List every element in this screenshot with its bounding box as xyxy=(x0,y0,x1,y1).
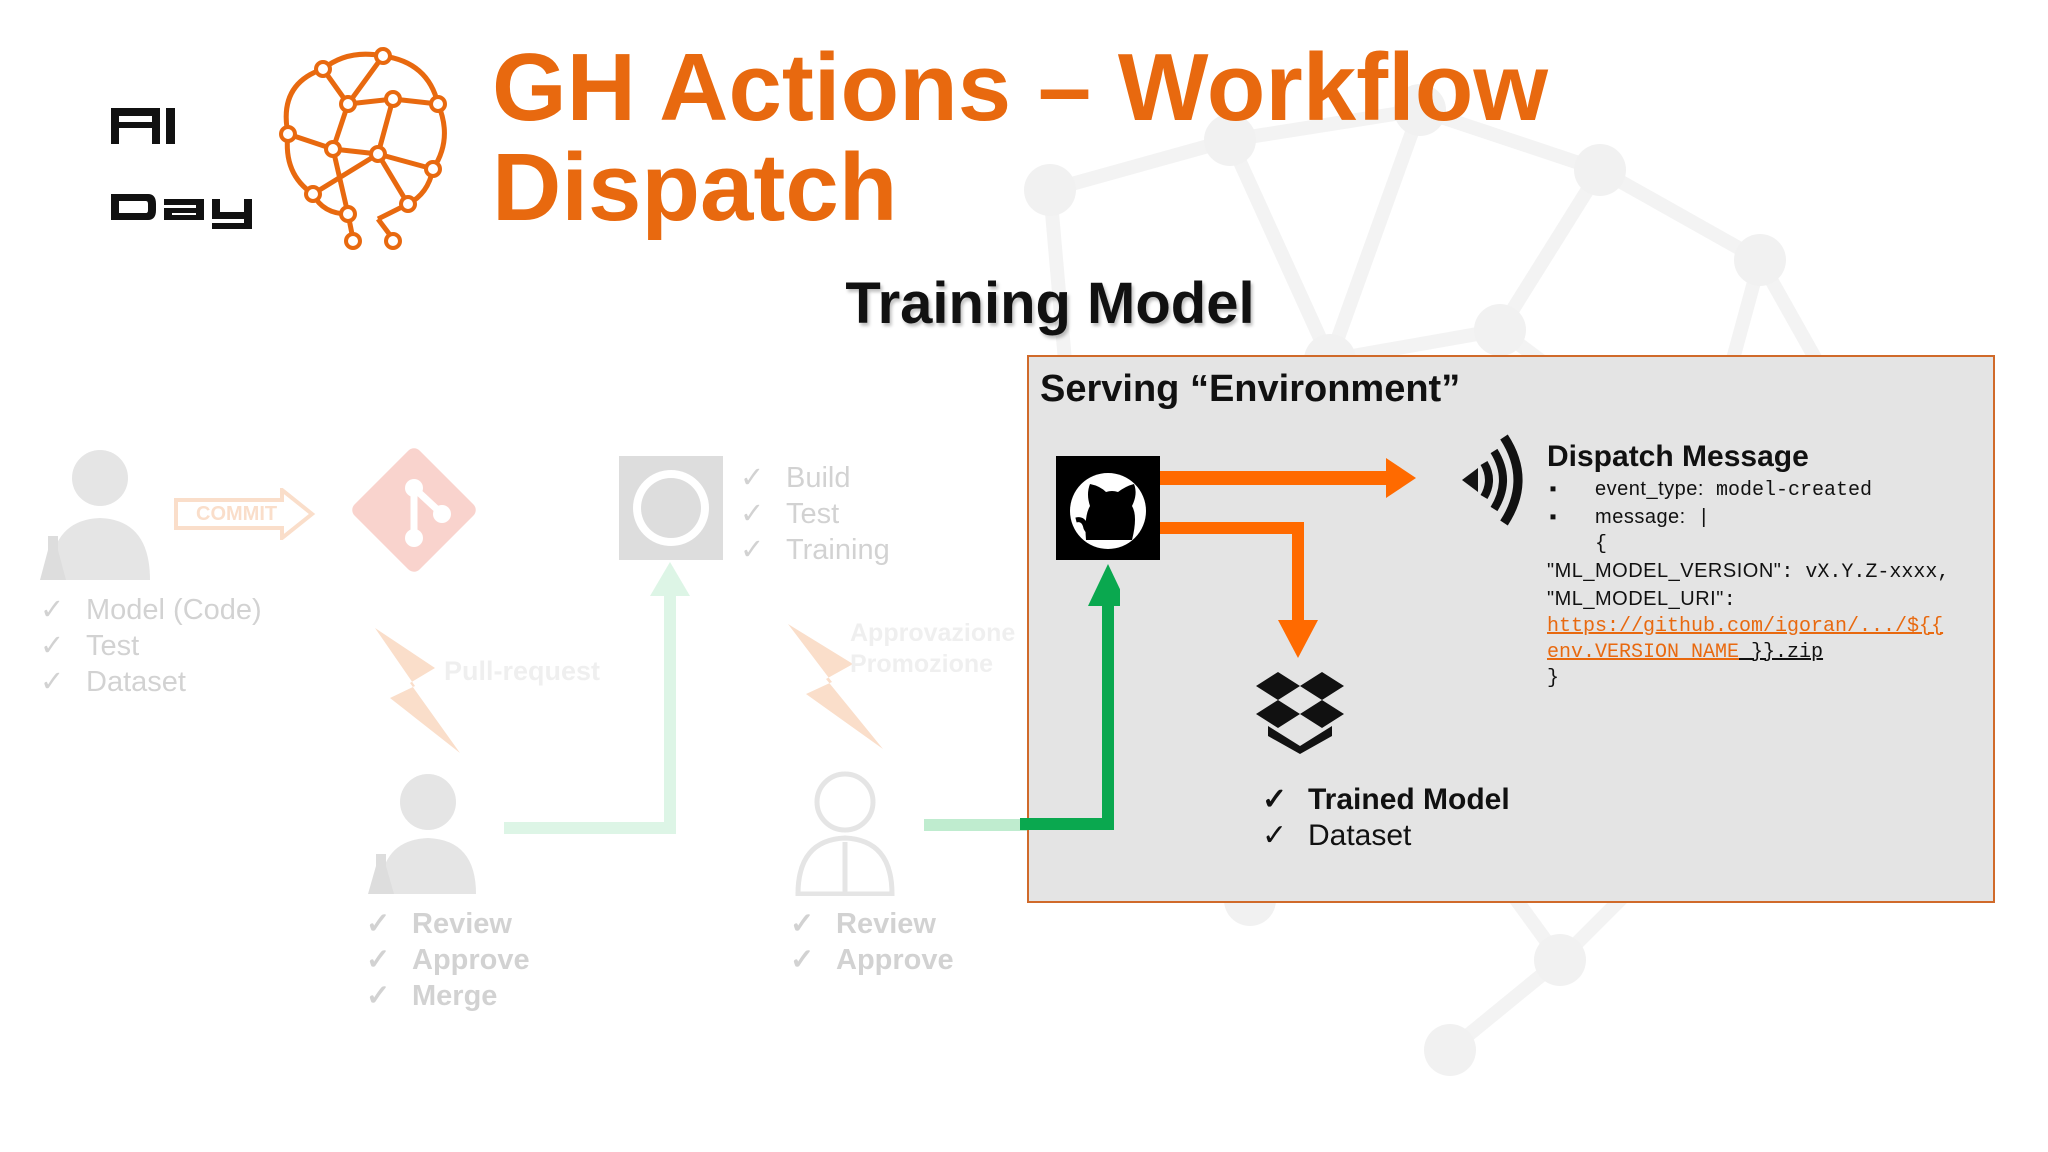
list-item: ✓Training xyxy=(740,534,890,566)
slide-title: GH Actions – Workflow Dispatch xyxy=(492,38,1548,238)
list-item: ✓Approve xyxy=(790,944,954,976)
scientist-reviewer-icon xyxy=(368,774,476,894)
list-item: ✓Dataset xyxy=(40,666,186,698)
package-icon xyxy=(1256,672,1344,754)
list-item: ✓Dataset xyxy=(1262,819,1412,852)
list-item: ✓Test xyxy=(740,498,840,530)
list-item: ✓Approve xyxy=(366,944,530,976)
list-item: ✓Trained Model xyxy=(1262,783,1510,816)
list-item: ✓Build xyxy=(740,462,851,494)
build-checklist: ✓Build ✓Test ✓Training xyxy=(740,460,890,568)
git-icon xyxy=(352,448,476,572)
list-item: ✓Test xyxy=(40,630,140,662)
lightning-icon xyxy=(375,628,460,753)
slide-title-line2: Dispatch xyxy=(492,134,898,241)
trigger-arrow xyxy=(1020,564,1120,830)
scientist-checklist: ✓Model (Code) ✓Test ✓Dataset xyxy=(40,592,262,700)
ai-day-logo xyxy=(108,44,458,259)
approval-label: Approvazione Promozione xyxy=(850,619,1016,678)
artifacts-checklist: ✓Trained Model ✓Dataset xyxy=(1262,782,1510,854)
list-item: ✓Model (Code) xyxy=(40,594,262,626)
commit-label: COMMIT xyxy=(196,503,278,525)
pipeline-arrow xyxy=(504,562,690,834)
reviewer2-checklist: ✓Review ✓Approve xyxy=(790,906,954,978)
pull-request-label: Pull-request xyxy=(444,656,601,686)
event-type-key: event_type: xyxy=(1595,478,1704,500)
list-item: ✓Merge xyxy=(366,980,498,1012)
manager-reviewer-icon xyxy=(795,771,895,896)
model-uri-link[interactable]: https://github.com/igoran/.../${{ xyxy=(1547,615,1944,638)
list-item: ✓Review xyxy=(790,908,936,940)
dispatch-message-body: ▪ event_type: model-created ▪ message: |… xyxy=(1547,478,1950,690)
slide-title-line1: GH Actions – Workflow xyxy=(492,34,1549,141)
list-item: ✓Review xyxy=(366,908,512,940)
github-icon xyxy=(1056,456,1160,560)
slide-subtitle: Training Model xyxy=(845,271,1255,336)
github-icon xyxy=(619,456,723,560)
dispatch-message-title: Dispatch Message xyxy=(1547,440,1809,473)
message-key: message: xyxy=(1595,506,1686,528)
dispatch-arrows xyxy=(1160,458,1416,658)
reviewer1-checklist: ✓Review ✓Approve ✓Merge xyxy=(366,906,530,1014)
commit-arrow xyxy=(174,488,316,540)
signal-icon xyxy=(1462,434,1523,526)
model-uri-link-cont[interactable]: env.VERSION_NAME xyxy=(1547,641,1740,664)
lightning-icon xyxy=(788,624,883,749)
pipeline-connector xyxy=(924,819,1030,831)
scientist-icon xyxy=(40,450,150,580)
serving-environment-title: Serving “Environment” xyxy=(1040,368,1461,410)
